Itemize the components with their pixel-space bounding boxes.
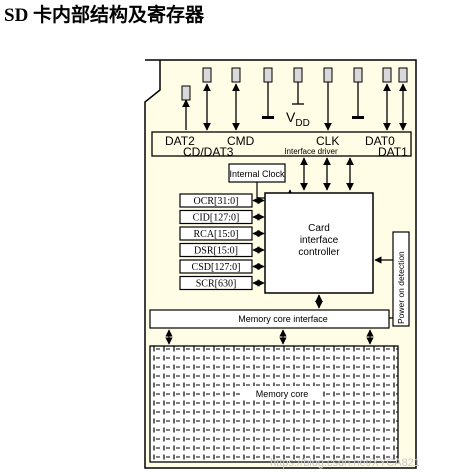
register-row: CID[127:0] [179, 209, 265, 225]
register-box [179, 242, 253, 258]
register-row: DSR[15:0] [179, 242, 265, 258]
register-row: OCR[31:0] [179, 193, 265, 208]
pin-vss2 [352, 67, 364, 119]
register-box [179, 259, 253, 274]
internal-clock-label: Internal Clock [229, 169, 285, 179]
label-cmd: CMD [227, 134, 255, 148]
register-label: CID[127:0] [193, 213, 240, 224]
memory-core-interface-box [149, 309, 390, 329]
label-vdd: VDD [286, 109, 310, 129]
register-label: DSR[15:0] [194, 246, 238, 257]
interface-driver-box [151, 131, 412, 157]
power-on-detection-label: Power on detection [396, 251, 406, 324]
card-interface-controller [264, 192, 374, 294]
pin-dat1 [398, 67, 408, 131]
pin-vdd [292, 67, 304, 105]
pin-clk [323, 67, 333, 131]
register-box [179, 226, 253, 241]
memory-core-interface-label: Memory core interface [238, 314, 328, 324]
interface-driver-label: Interface driver [284, 147, 338, 156]
pin-dat2 [181, 85, 191, 130]
register-list: OCR[31:0] CID[127:0] RCA[15:0] DSR[15:0] CSD… [179, 193, 265, 291]
label-clk: CLK [316, 134, 339, 148]
register-label: CSD[127:0] [192, 262, 241, 273]
register-box [179, 209, 253, 225]
register-box [179, 275, 253, 291]
register-row: SCR[630] [179, 275, 265, 291]
pins [181, 67, 408, 131]
page-title: SD 卡内部结构及寄存器 [4, 5, 205, 26]
register-row: RCA[15:0] [179, 226, 265, 241]
pin-vss1 [262, 67, 274, 119]
pin-dat0 [382, 67, 392, 131]
register-label: SCR[630] [196, 279, 237, 290]
controller-line2: interface [300, 235, 339, 246]
register-box [179, 193, 253, 208]
controller-line1: Card [308, 223, 330, 234]
label-dat2: DAT2 [165, 134, 195, 148]
controller-line3: controller [298, 247, 340, 258]
power-on-detection-box [392, 231, 410, 327]
pin-cd-dat3 [202, 67, 212, 131]
label-dat0: DAT0 [365, 134, 395, 148]
watermark: https://blog.csdn.net/XYCA821 [270, 457, 420, 469]
label-dat1: DAT1 [378, 145, 408, 159]
pin-cmd [231, 67, 241, 131]
register-row: CSD[127:0] [179, 259, 265, 274]
memory-core-label: Memory core [256, 389, 309, 399]
register-label: RCA[15:0] [194, 229, 239, 240]
register-label: OCR[31:0] [194, 196, 239, 207]
